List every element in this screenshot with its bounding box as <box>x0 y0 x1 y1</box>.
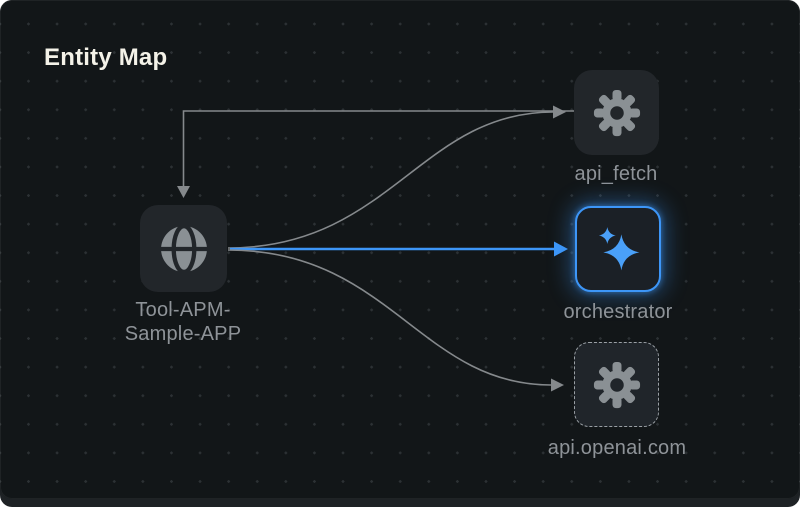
page-title: Entity Map <box>44 44 168 71</box>
gear-icon <box>590 358 644 412</box>
node-api-openai-com[interactable] <box>574 342 659 427</box>
node-label-api-fetch: api_fetch <box>574 163 658 185</box>
node-orchestrator[interactable] <box>575 206 661 292</box>
node-tool-apm-sample-app[interactable] <box>140 205 227 292</box>
node-label-tool-apm-sample-app: Tool-APM- Sample-APP <box>124 299 242 345</box>
arrowhead-into-app <box>177 186 190 198</box>
gear-icon <box>590 86 644 140</box>
node-label-api-openai-com: api.openai.com <box>547 437 687 459</box>
arrowhead-into-apiopenai <box>551 378 564 392</box>
sparkles-icon <box>591 222 645 276</box>
arrowhead-into-orchestrator <box>554 241 568 257</box>
node-label-orchestrator: orchestrator <box>563 301 673 323</box>
arrowhead-into-apifetch <box>553 105 566 119</box>
edge-app-to-apifetch[interactable] <box>227 111 554 249</box>
edge-app-to-apiopenai[interactable] <box>227 249 552 386</box>
globe-icon <box>155 220 213 278</box>
node-api-fetch[interactable] <box>574 70 659 155</box>
edge-apifetch-to-app[interactable] <box>182 110 575 187</box>
